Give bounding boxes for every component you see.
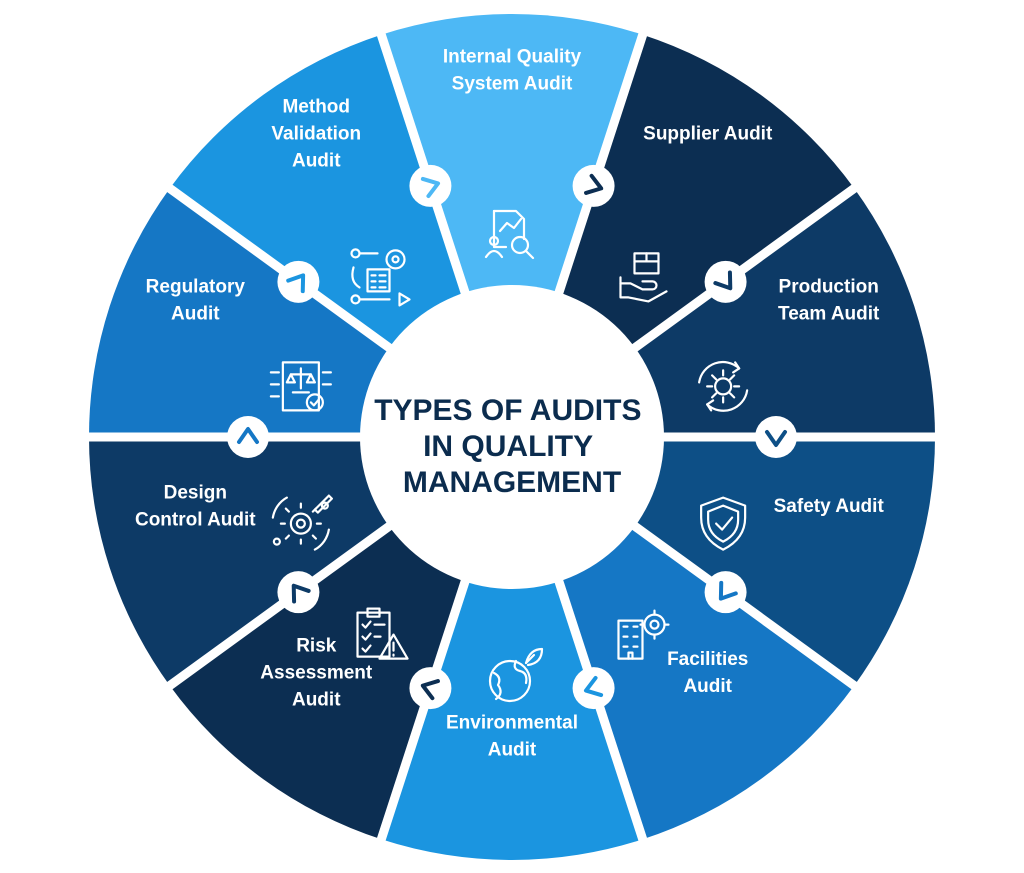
segment-label-line: Production [779, 277, 879, 298]
segment-label-line: Facilities [667, 649, 748, 670]
segment-label-line: Regulatory [146, 277, 246, 298]
segment-label-line: Audit [171, 304, 220, 325]
gear-pen-icon [271, 494, 333, 551]
globe-leaf-icon [488, 647, 544, 703]
segment-label-line: Internal Quality [443, 47, 582, 68]
center-circle [360, 285, 664, 589]
segment-label-line: Method [282, 97, 350, 118]
connector-chevron-icon [755, 416, 797, 458]
connector-chevron-icon [409, 164, 452, 207]
connector-chevron-icon [572, 667, 615, 710]
connector-chevron-icon [227, 416, 269, 458]
segment-label-safety-audit: Safety Audit [774, 496, 885, 517]
connectors-layer [227, 164, 797, 710]
segment-label-line: Assessment [260, 662, 373, 683]
building-gear-icon [617, 609, 670, 660]
connector-chevron-icon [572, 164, 615, 207]
connector-chevron-icon [704, 260, 747, 303]
segment-label-line: Control Audit [135, 509, 256, 530]
segment-label-supplier-audit: Supplier Audit [643, 124, 773, 145]
center-title-line-2: IN QUALITY [423, 430, 593, 463]
law-document-icon [269, 361, 332, 412]
connector-chevron-icon [704, 571, 747, 614]
gear-cycle-icon [698, 361, 749, 412]
center-title-line-3: MANAGEMENT [403, 466, 621, 499]
center-layer: TYPES OF AUDITS IN QUALITY MANAGEMENT [360, 285, 664, 589]
clipboard-warning-icon [356, 607, 409, 660]
connector-chevron-icon [277, 571, 320, 614]
icons-layer [269, 209, 749, 703]
segment-label-line: Audit [683, 676, 732, 697]
segment-label-line: Risk [296, 635, 337, 656]
connector-chevron-icon [409, 667, 452, 710]
document-chart-search-icon [484, 209, 535, 260]
segment-label-line: System Audit [452, 74, 573, 95]
center-title-line-1: TYPES OF AUDITS [374, 394, 641, 427]
segment-label-line: Safety Audit [774, 496, 885, 517]
connector-chevron-icon [277, 260, 320, 303]
flow-checklist-icon [350, 248, 411, 307]
hand-box-icon [619, 252, 668, 303]
shield-check-icon [700, 496, 747, 551]
center-title: TYPES OF AUDITS IN QUALITY MANAGEMENT [374, 394, 650, 499]
segment-label-line: Supplier Audit [643, 124, 773, 145]
segment-label-line: Audit [292, 689, 341, 710]
segment-label-line: Audit [488, 740, 537, 761]
segment-label-line: Design [164, 482, 227, 503]
segment-environmental-audit [381, 437, 643, 861]
segment-label-line: Audit [292, 151, 341, 172]
segment-label-line: Team Audit [778, 304, 880, 325]
segment-label-line: Environmental [446, 713, 578, 734]
segment-label-line: Validation [271, 124, 361, 145]
